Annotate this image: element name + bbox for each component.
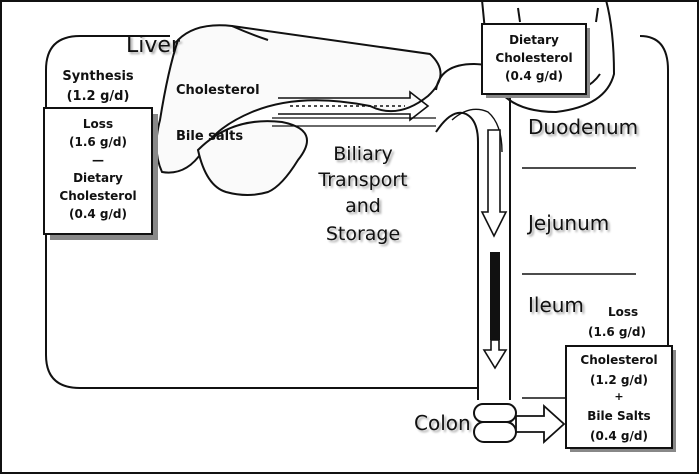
dietary-box-line-2: Cholesterol [495, 51, 572, 65]
liver-label: Liver [126, 33, 181, 58]
biliary-line-3: and [345, 195, 381, 217]
loss-box-line-3: — [92, 153, 104, 167]
dietary-box-line-3: (0.4 g/d) [505, 69, 563, 83]
loss-box-line-1: Loss [83, 117, 113, 131]
downward-flow-arrow-lower [484, 340, 506, 368]
colon-label: Colon [414, 411, 471, 435]
right-loss-label: Loss [608, 305, 638, 319]
colon-segments [474, 404, 516, 442]
colon-exit-arrow [516, 406, 564, 442]
loss-box-line-2: (1.6 g/d) [69, 135, 127, 149]
synthesis-value: (1.2 g/d) [67, 89, 130, 104]
loss-box-line-6: (0.4 g/d) [69, 207, 127, 221]
ileum-reabsorption-bar [490, 252, 500, 340]
dietary-box-line-1: Dietary [509, 33, 559, 47]
ileum-label: Ileum [528, 293, 584, 317]
duodenum-label: Duodenum [528, 115, 638, 139]
synthesis-label: Synthesis [62, 69, 134, 84]
output-box-line-5: (0.4 g/d) [590, 429, 648, 443]
biliary-line-2: Transport [317, 169, 407, 191]
liver-bile-salts-label: Bile salts [176, 129, 243, 144]
output-box-line-3: + [614, 390, 623, 403]
loss-box-line-4: Dietary [73, 171, 123, 185]
right-loss-value: (1.6 g/d) [588, 325, 646, 339]
jejunum-label: Jejunum [526, 211, 609, 235]
output-box-line-4: Bile Salts [587, 409, 650, 423]
biliary-line-4: Storage [326, 223, 400, 245]
loss-box-line-5: Cholesterol [59, 189, 136, 203]
liver-cholesterol-label: Cholesterol [176, 83, 260, 98]
output-box-line-2: (1.2 g/d) [590, 373, 648, 387]
output-box-line-1: Cholesterol [580, 353, 657, 367]
biliary-line-1: Biliary [333, 143, 393, 165]
